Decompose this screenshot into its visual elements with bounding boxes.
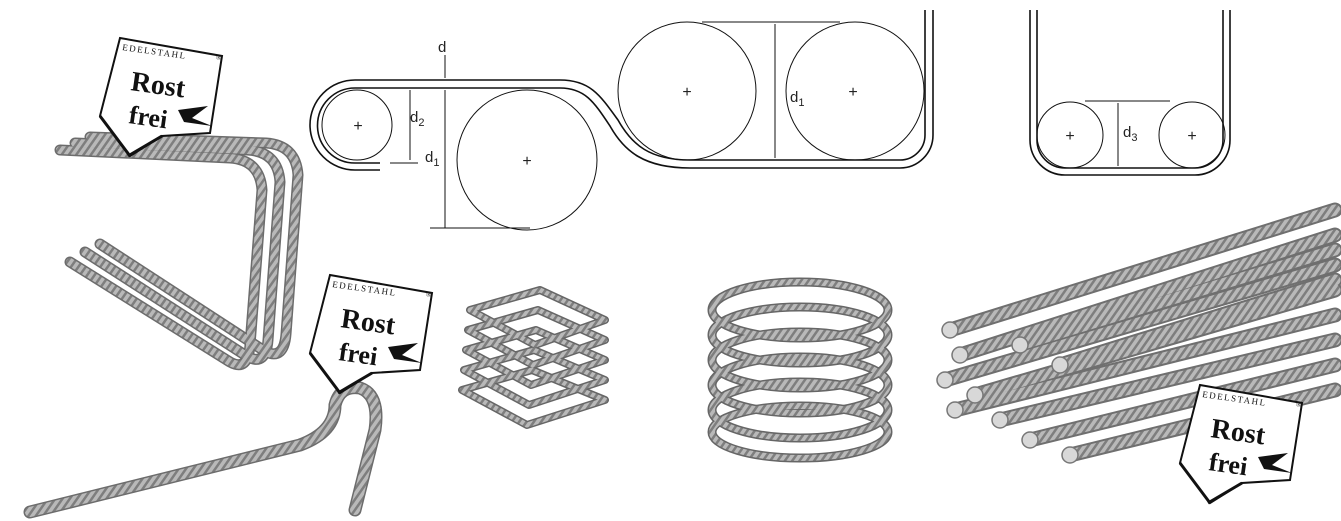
- dim-label-d1: d: [790, 89, 798, 106]
- svg-text:d1: d1: [425, 149, 439, 169]
- logo-spark-icon: [178, 106, 212, 126]
- dim-label-d: d: [438, 39, 446, 56]
- bar-outline-outer: [309, 10, 926, 171]
- product-round-helix: [707, 277, 893, 463]
- dim-label-d3: d: [1123, 124, 1131, 141]
- logo-line2: frei: [1207, 447, 1249, 481]
- bending-diagram: [309, 10, 934, 231]
- dim-label-d1-sub: 1: [433, 157, 439, 169]
- center-mark: +: [848, 84, 857, 101]
- dim-label-d2: d: [410, 109, 418, 126]
- product-hook-bar: [23, 381, 383, 519]
- dim-label-d1-sub: 1: [798, 97, 804, 109]
- logo-registered: ®: [216, 54, 223, 62]
- center-mark: +: [1065, 128, 1074, 145]
- product-square-spiral: [458, 286, 609, 429]
- bar-outline-inner: [316, 10, 934, 169]
- dim-label-d1: d: [425, 149, 433, 166]
- mandrel-d3-right: [1158, 101, 1226, 169]
- mandrel-d3-left: [1036, 101, 1104, 169]
- center-mark: +: [1187, 128, 1196, 145]
- mandrel-d1-center: [617, 21, 757, 161]
- svg-text:d2: d2: [410, 109, 424, 129]
- product-straight-bar-bundle: [936, 202, 1341, 464]
- logo-registered: ®: [426, 291, 433, 299]
- logo-line1: Rost: [129, 66, 188, 104]
- svg-text:d1: d1: [790, 89, 804, 109]
- dim-label-d2-sub: 2: [418, 117, 424, 129]
- center-mark: +: [682, 84, 691, 101]
- product-triple-u-bars: [54, 131, 304, 371]
- dim-label-d3-sub: 3: [1131, 132, 1137, 144]
- logo-spark-icon: [1258, 453, 1292, 473]
- mandrel-d1-left: [456, 89, 598, 231]
- logo-line1: Rost: [1209, 413, 1268, 451]
- center-mark: +: [522, 153, 531, 170]
- mandrel-d2: [321, 89, 393, 161]
- logo-registered: ®: [1296, 401, 1303, 409]
- mandrel-d1-right: [785, 21, 925, 161]
- logo-rostfrei: EDELSTAHL ® Rost frei: [1178, 383, 1304, 505]
- logo-line2: frei: [127, 100, 169, 134]
- center-mark: +: [353, 118, 362, 135]
- logo-line1: Rost: [339, 303, 398, 341]
- logo-spark-icon: [388, 343, 422, 363]
- logo-rostfrei: EDELSTAHL ® Rost frei: [98, 36, 224, 158]
- logo-line2: frei: [337, 337, 379, 371]
- svg-text:d3: d3: [1123, 124, 1137, 144]
- logo-rostfrei: EDELSTAHL ® Rost frei: [308, 273, 434, 395]
- stirrup-diagram: [1029, 10, 1231, 176]
